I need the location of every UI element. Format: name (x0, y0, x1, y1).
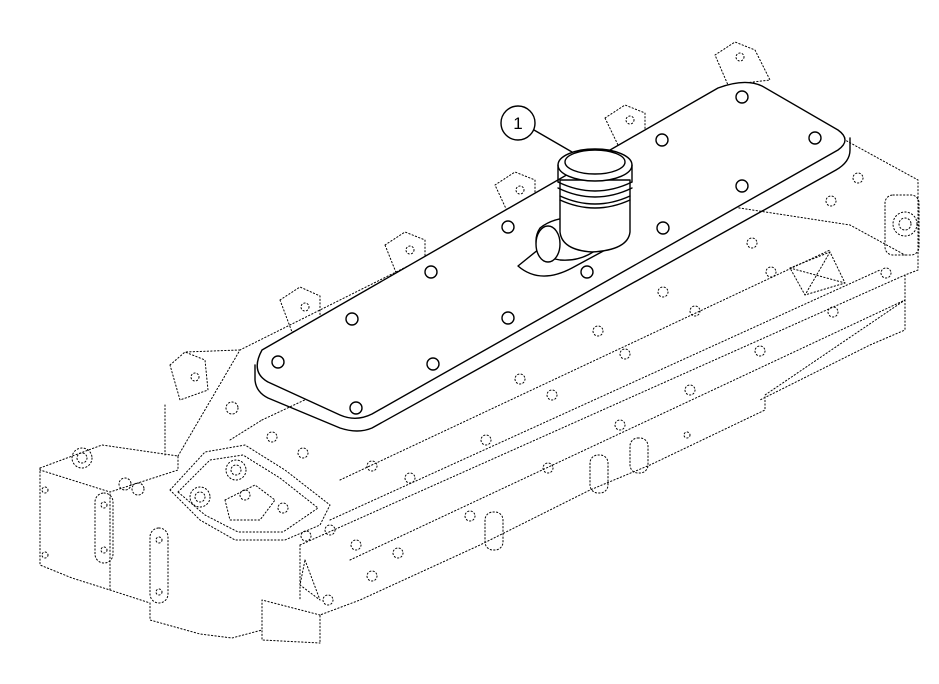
outlet-fitting (517, 148, 633, 277)
engine-block-outline (39, 41, 920, 644)
callout-label: 1 (513, 114, 522, 133)
callout-leader-line (533, 129, 573, 153)
callout-1: 1 (500, 105, 573, 153)
callout-circle (500, 105, 536, 141)
